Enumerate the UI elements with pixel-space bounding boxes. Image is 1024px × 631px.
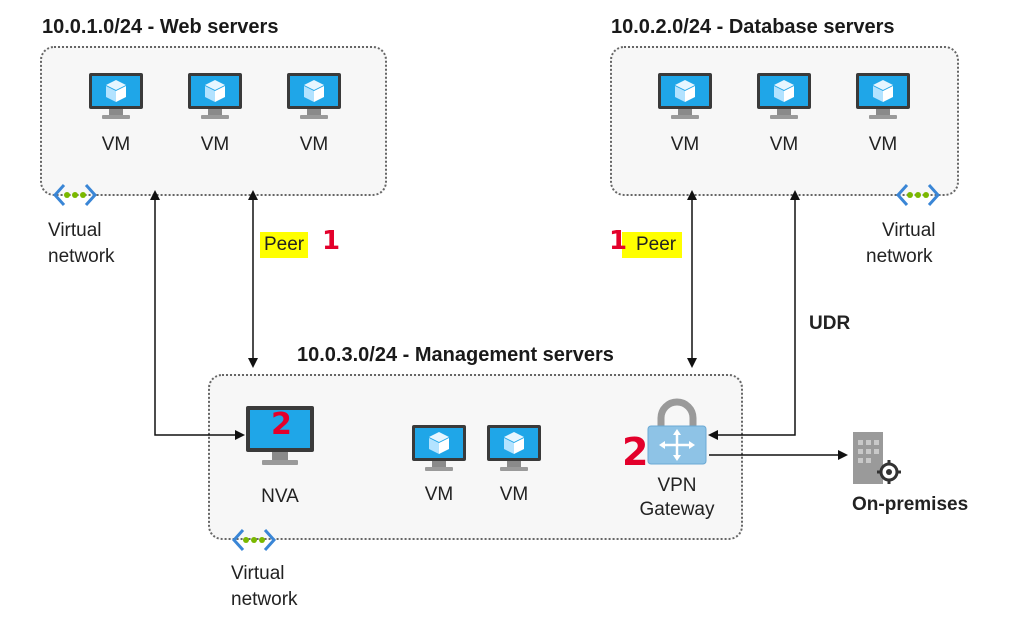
db-vm-1-label: VM: [670, 134, 700, 155]
gateway-annotation: 2: [622, 430, 649, 474]
vm-icon: [757, 73, 811, 119]
peer-right-label: Peer: [622, 232, 683, 258]
nva-annotation: 2: [271, 407, 292, 442]
vm-icon: [412, 425, 466, 471]
web-vm-1[interactable]: [88, 72, 144, 127]
vpn-gateway-icon: [647, 398, 707, 465]
mgmt-vm-1[interactable]: [411, 424, 467, 479]
vm-icon: [487, 425, 541, 471]
web-vm-3-label: VM: [299, 134, 329, 155]
vpn-gateway-node[interactable]: [646, 398, 708, 471]
peer-left-annotation: 1: [322, 226, 341, 256]
udr-arrow: [708, 190, 800, 440]
mgmt-vnet-label-line1: Virtual: [231, 563, 285, 584]
vpn-gateway-label-line1: VPN: [657, 475, 697, 496]
on-premises-node[interactable]: [851, 432, 901, 491]
vm-icon: [188, 73, 242, 119]
db-vnet-label-line2: network: [866, 246, 933, 267]
vm-icon: [287, 73, 341, 119]
mgmt-vm-2-label: VM: [499, 484, 529, 505]
web-vm-1-label: VM: [101, 134, 131, 155]
mgmt-vnet-icon: [231, 527, 277, 558]
udr-label: UDR: [809, 313, 851, 334]
nva-node[interactable]: [245, 405, 315, 474]
db-subnet-title: 10.0.2.0/24 - Database servers: [611, 16, 895, 38]
nva-monitor-icon: [246, 406, 314, 465]
mgmt-vm-2[interactable]: [486, 424, 542, 479]
db-vm-1[interactable]: [657, 72, 713, 127]
vm-icon: [856, 73, 910, 119]
mgmt-vm-1-label: VM: [424, 484, 454, 505]
db-vm-3-label: VM: [868, 134, 898, 155]
web-vm-3[interactable]: [286, 72, 342, 127]
web-vm-2[interactable]: [187, 72, 243, 127]
nva-label: NVA: [261, 486, 299, 507]
web-to-nva-arrow: [150, 190, 245, 440]
db-vm-3[interactable]: [855, 72, 911, 127]
peer-left-label: Peer: [260, 232, 309, 258]
web-vnet-label-line1: Virtual: [48, 220, 102, 241]
mgmt-vnet-label-line2: network: [231, 589, 298, 610]
vm-icon: [658, 73, 712, 119]
web-vnet-label: Virtual network: [48, 218, 115, 270]
web-vm-2-label: VM: [200, 134, 230, 155]
web-vnet-icon: [52, 182, 98, 213]
vpn-gateway-label-line2: Gateway: [639, 499, 715, 520]
vm-icon: [89, 73, 143, 119]
vpn-gateway-label: VPN Gateway: [627, 474, 727, 522]
on-premises-server-icon: [853, 432, 901, 484]
db-vm-2[interactable]: [756, 72, 812, 127]
peer-right-annotation: 1: [609, 226, 628, 256]
mgmt-vnet-label: Virtual network: [231, 561, 298, 613]
web-subnet-title: 10.0.1.0/24 - Web servers: [42, 16, 279, 38]
db-vnet-icon: [895, 182, 941, 213]
db-vm-2-label: VM: [769, 134, 799, 155]
web-vnet-label-line2: network: [48, 246, 115, 267]
db-vnet-label-line1: Virtual: [882, 220, 936, 241]
on-premises-label: On-premises: [852, 494, 969, 515]
mgmt-subnet-title: 10.0.3.0/24 - Management servers: [297, 344, 614, 366]
db-vnet-label: Virtual network: [866, 218, 936, 270]
db-subnet-box: [610, 46, 959, 196]
